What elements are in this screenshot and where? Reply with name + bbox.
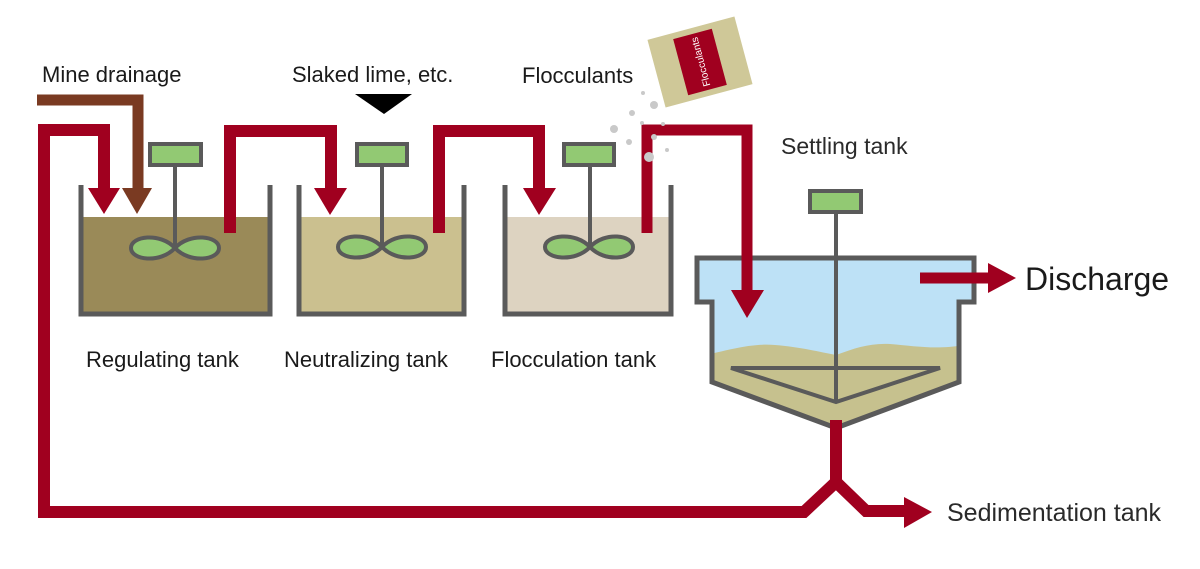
particle xyxy=(644,152,654,162)
particle xyxy=(650,101,658,109)
regulating-tank-wall xyxy=(78,185,273,317)
flocculation-tank-label: Flocculation tank xyxy=(491,347,657,372)
neutralizing-tank-impeller xyxy=(335,234,429,260)
neutralizing-tank xyxy=(296,142,467,317)
sedimentation-arrow xyxy=(904,497,932,528)
settling-tank xyxy=(694,189,977,431)
flocculation-tank-impeller xyxy=(542,234,636,260)
neutralizing-tank-wall xyxy=(296,185,467,317)
settling-tank-rake xyxy=(730,366,941,405)
regulating-tank xyxy=(78,142,273,317)
flocculation-tank xyxy=(502,142,674,317)
arrow-into-neutralizing xyxy=(314,188,347,215)
slaked-lime-arrow-icon xyxy=(355,94,412,114)
particle xyxy=(626,139,632,145)
pipes xyxy=(37,94,1016,528)
neutralizing-tank-label: Neutralizing tank xyxy=(284,347,449,372)
regulating-tank-label: Regulating tank xyxy=(86,347,240,372)
pipe-neutralizing-to-flocculation xyxy=(433,125,545,233)
regulating-tank-motor xyxy=(148,142,203,167)
particle xyxy=(641,91,645,95)
recycle-arrow xyxy=(88,188,120,214)
neutralizing-tank-motor xyxy=(355,142,409,167)
particle xyxy=(640,121,644,125)
flocculation-tank-motor xyxy=(562,142,616,167)
pipe-flocculation-to-settling xyxy=(641,124,753,293)
sedimentation-tank-label: Sedimentation tank xyxy=(947,499,1162,527)
flocculants-label: Flocculants xyxy=(522,63,633,88)
discharge-arrow xyxy=(988,263,1016,293)
particle xyxy=(610,125,618,133)
mine-drainage-arrow xyxy=(122,188,152,214)
pipe-regulating-to-neutralizing xyxy=(224,125,337,233)
particle xyxy=(651,134,657,140)
bag-label xyxy=(673,28,727,96)
sedimentation-pipe xyxy=(831,477,908,517)
particle xyxy=(629,110,635,116)
slaked-lime-label: Slaked lime, etc. xyxy=(292,62,453,87)
flocculation-tank-wall xyxy=(502,185,674,317)
mine-drainage-label: Mine drainage xyxy=(42,62,181,87)
discharge-label: Discharge xyxy=(1025,261,1169,297)
mine-drainage-pipe xyxy=(37,94,144,190)
regulating-tank-impeller xyxy=(128,235,222,261)
particle xyxy=(665,148,669,152)
particle xyxy=(661,122,665,126)
flocculants-bag-icon: Flocculants xyxy=(647,16,753,108)
arrow-into-settling xyxy=(731,290,764,318)
settling-tank-label: Settling tank xyxy=(781,133,908,159)
flocculant-particles xyxy=(610,91,669,162)
arrow-into-flocculation xyxy=(523,188,556,215)
settling-tank-motor xyxy=(808,189,863,214)
